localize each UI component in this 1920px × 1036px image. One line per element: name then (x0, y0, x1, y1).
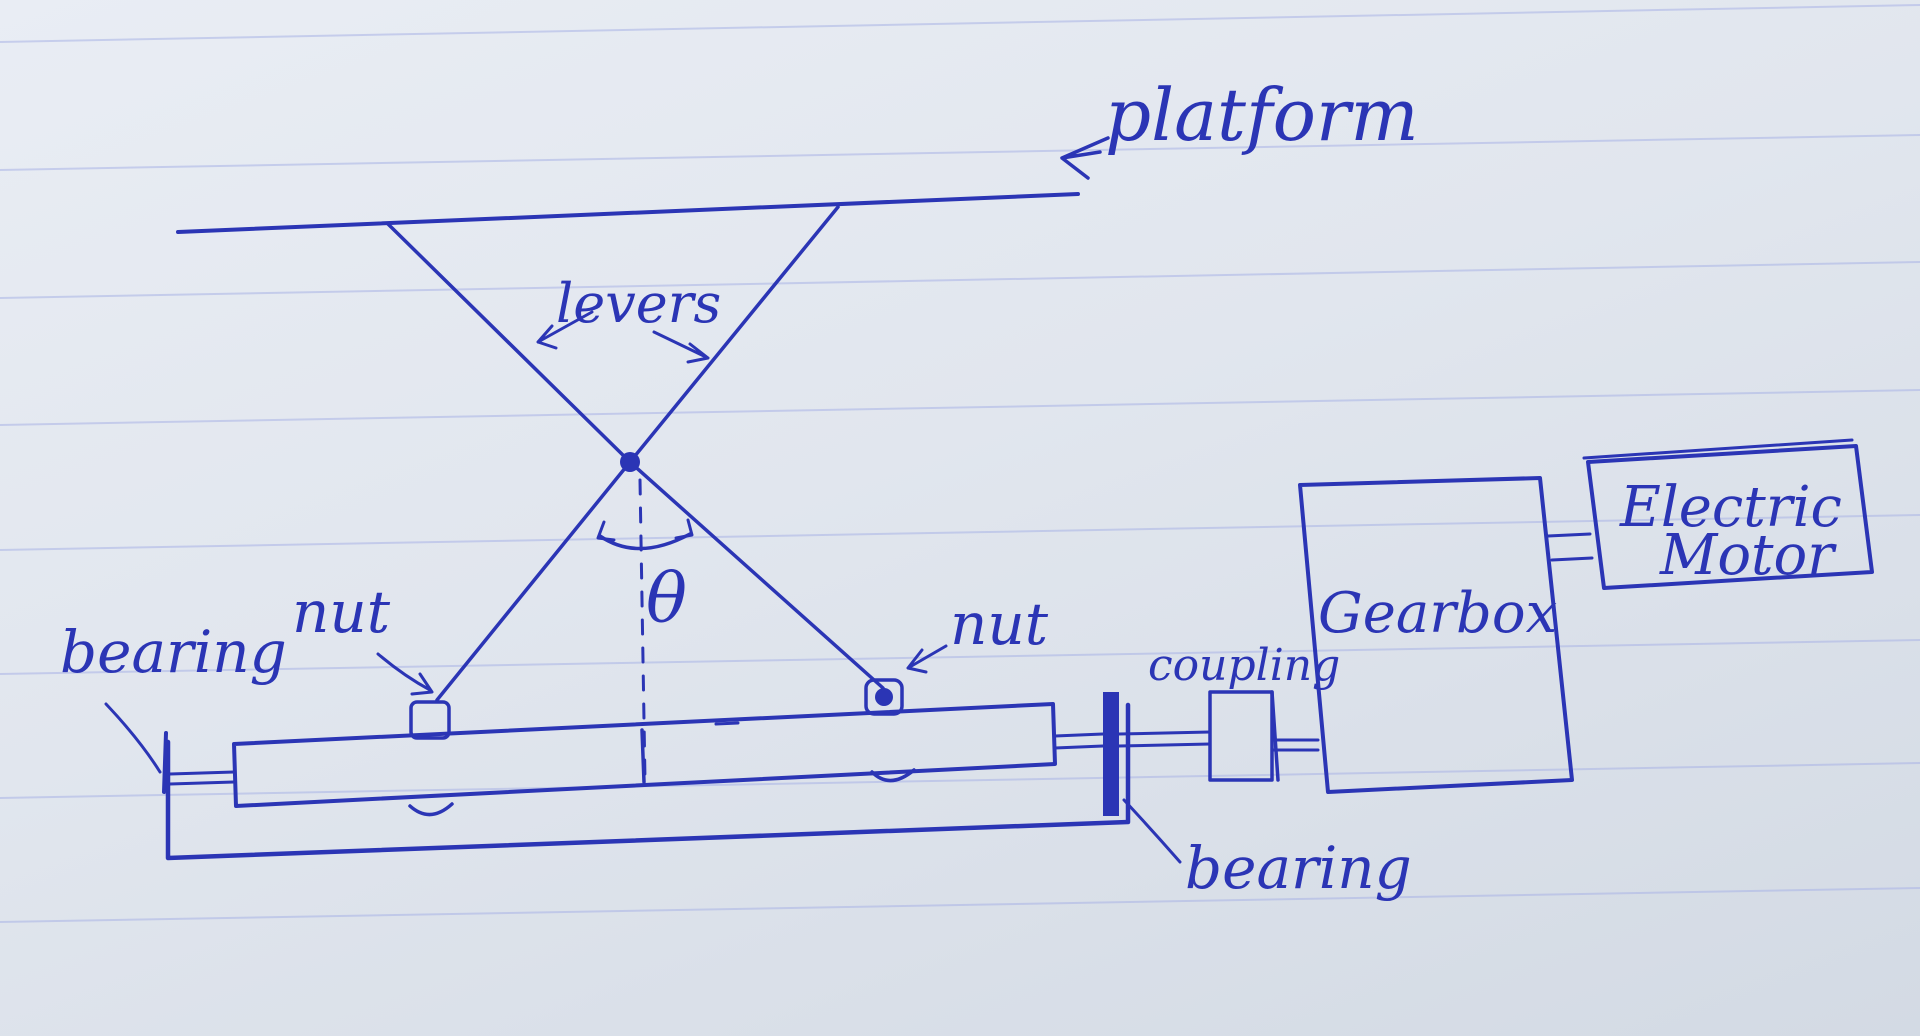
platform-line (176, 192, 1080, 234)
base-frame (165, 702, 1131, 861)
nut-right-underside (870, 768, 916, 783)
platform-label: platform (1105, 73, 1419, 157)
lever-left-lower (435, 460, 632, 702)
angle-arc (598, 532, 692, 551)
gearbox-to-motor-shaft (1546, 532, 1594, 562)
electric-motor-top-edge (1582, 438, 1854, 460)
levers-arrow-right-icon (652, 330, 710, 364)
shaft-right (1117, 730, 1212, 748)
nut-right-arrow-icon (906, 644, 948, 674)
nut-left (409, 700, 451, 740)
lever-pivot (620, 452, 640, 472)
coupling-edge (1270, 690, 1280, 782)
platform-arrow-icon (1060, 136, 1110, 180)
electric-motor (1586, 444, 1874, 590)
nut-right-core (875, 688, 893, 706)
gearbox-label: Gearbox (1318, 581, 1557, 646)
lever-left-upper (386, 222, 632, 464)
gearbox (1298, 476, 1574, 794)
nut-left-arrow-icon (376, 652, 434, 696)
coupling (1208, 690, 1274, 782)
bearing-left-label: bearing (60, 618, 287, 686)
levers-arrow-left-icon (536, 310, 594, 350)
bearing-right (1103, 692, 1119, 816)
screw-center-divider (640, 728, 646, 784)
ruled-lines (0, 4, 1920, 923)
bearing-right-leader (1122, 798, 1182, 864)
lever-right-lower (628, 460, 885, 690)
nut-right (864, 678, 904, 716)
angle-arc-arrows-icon (596, 518, 694, 542)
motor-label-line2: Motor (1659, 523, 1837, 588)
nut-left-underside (408, 802, 454, 817)
shaft-middle (1053, 732, 1105, 750)
vertical-reference-line (638, 478, 647, 782)
screw-mark (714, 721, 740, 726)
levers-label: levers (556, 272, 721, 335)
shaft-left (168, 770, 236, 786)
bearing-right-label: bearing (1185, 834, 1412, 902)
lead-screw (232, 702, 1057, 808)
bearing-left-leader (104, 702, 162, 774)
coupling-label: coupling (1148, 640, 1340, 691)
nut-right-label: nut (950, 590, 1049, 658)
coupling-to-gearbox-shaft (1270, 738, 1320, 752)
theta-label: θ (646, 560, 687, 639)
lever-right-upper (628, 205, 840, 464)
motor-label-line1: Electric (1619, 475, 1842, 540)
nut-left-label: nut (292, 578, 391, 646)
bearing-left (162, 731, 168, 794)
